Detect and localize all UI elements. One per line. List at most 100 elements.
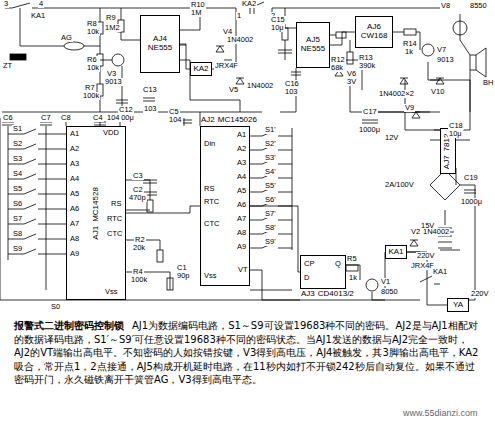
part-label: A8 — [236, 229, 247, 237]
part-label: RS — [110, 200, 122, 208]
part-label: R13 — [358, 54, 374, 62]
part-label: A8 — [69, 235, 80, 243]
text-group: AJ5NE555 — [301, 36, 325, 54]
resistor-symbol — [167, 278, 173, 290]
part-label: 9013 — [104, 78, 123, 86]
part-label: A1 — [236, 131, 247, 139]
part-label: A7 — [69, 220, 80, 228]
part-label: JRX4F — [214, 62, 239, 70]
part-label: KA1 — [432, 268, 448, 276]
component-label: MC145026 — [218, 115, 257, 124]
part-label: 1M2 — [104, 24, 121, 32]
part-label: A6 — [236, 201, 247, 209]
part-label: 10k — [86, 28, 100, 36]
part-label: 1 — [236, 12, 242, 20]
part-label: A3 — [69, 160, 80, 168]
part-label: R5 — [346, 255, 358, 263]
part-label: 100k — [82, 92, 100, 100]
part-label: R8 — [86, 20, 98, 28]
part-label: A2 — [236, 145, 247, 153]
part-label: A4 — [236, 173, 247, 181]
transistor-symbol — [366, 279, 378, 291]
part-label: V2 — [410, 228, 421, 236]
part-label: S1' — [264, 126, 277, 134]
part-label: S6' — [264, 196, 277, 204]
part-label: R12 — [330, 56, 346, 64]
part-label: CP — [303, 260, 315, 268]
text-group: YA — [453, 301, 463, 310]
part-label: S0 — [50, 303, 61, 311]
part-label: R10 — [190, 1, 206, 9]
part-label: 8050 — [380, 288, 399, 296]
component-label: NE555 — [301, 45, 325, 54]
part-label: C13 — [142, 86, 158, 94]
component-label: AJ2 — [201, 115, 215, 124]
part-label: Din — [203, 140, 216, 148]
part-label: V1 — [380, 278, 391, 286]
part-label: 10μ — [270, 24, 285, 32]
part-label: 1N4002×2 — [378, 90, 415, 98]
component-label: AJ4 — [148, 35, 172, 44]
text-group: KA2 — [193, 65, 208, 74]
part-label: C17 — [362, 108, 378, 116]
part-label: V3 — [106, 70, 117, 78]
part-label: A4 — [69, 175, 80, 183]
part-label: RTC — [203, 198, 220, 206]
component-box: AJ4NE555 — [140, 15, 180, 73]
part-label: S5' — [264, 182, 277, 190]
part-label: 1000μ — [358, 126, 381, 134]
part-label: 4 — [38, 0, 44, 8]
part-label: R4 — [132, 268, 144, 276]
caption-block: 报警式二进制密码控制锁AJ1为数据编码电路，S1～S9可设置19683种不同的密… — [14, 319, 482, 387]
part-label: 3 — [3, 0, 9, 8]
part-label: C16 — [284, 80, 300, 88]
part-label: A9 — [69, 250, 80, 258]
part-label: KA2 — [241, 0, 257, 8]
part-label: Vss — [104, 288, 119, 296]
part-label: 103 — [284, 88, 299, 96]
part-label: R9 — [105, 14, 117, 22]
part-label: 90p — [176, 272, 191, 280]
part-label: S4 — [12, 170, 23, 178]
component-box: AJ6CW168 — [355, 16, 393, 48]
part-label: A3 — [236, 159, 247, 167]
part-label: 390k — [358, 62, 376, 70]
part-label: V6 — [346, 70, 357, 78]
component-label: AJ7 — [443, 155, 452, 169]
part-label: C15 — [270, 16, 286, 24]
part-label: AG — [60, 34, 73, 42]
speaker — [470, 48, 486, 77]
reed-switch — [64, 42, 84, 50]
part-label: S9' — [264, 238, 277, 246]
part-label: 1M — [190, 9, 202, 17]
transistor-symbol — [422, 44, 434, 56]
watermark: www.55dianzi.com — [402, 409, 479, 418]
part-label: V10 — [430, 88, 445, 96]
part-label: 10μ — [448, 130, 463, 138]
part-label: R2 — [134, 236, 146, 244]
part-label: C8 — [60, 114, 72, 122]
text-group: KA1 — [388, 248, 403, 257]
transistor-symbol — [453, 21, 467, 35]
part-label: 8550 — [469, 2, 488, 10]
part-label: 68k — [330, 64, 344, 72]
part-label: C4 — [92, 114, 104, 122]
part-label: C12 — [118, 106, 134, 114]
part-label: A9 — [236, 243, 247, 251]
part-label: C1 — [176, 264, 188, 272]
part-label: 20k — [132, 244, 146, 252]
part-label: S9 — [12, 245, 23, 253]
part-label: VDD — [102, 129, 120, 137]
part-label: Vss — [203, 272, 218, 280]
component-label: KA1 — [388, 248, 403, 257]
part-label: C3 — [132, 172, 144, 180]
part-label: A2 — [69, 145, 80, 153]
part-label: A5 — [236, 187, 247, 195]
component-label: AJ6 — [361, 23, 388, 32]
component-label: AJ3 — [301, 289, 315, 298]
part-label: 1N4002 — [226, 36, 254, 44]
component-label: MC14528 — [91, 187, 100, 222]
component-box: KA1 — [385, 245, 407, 259]
text-group: AJ6CW168 — [361, 23, 388, 41]
wire-connector — [330, 32, 355, 45]
